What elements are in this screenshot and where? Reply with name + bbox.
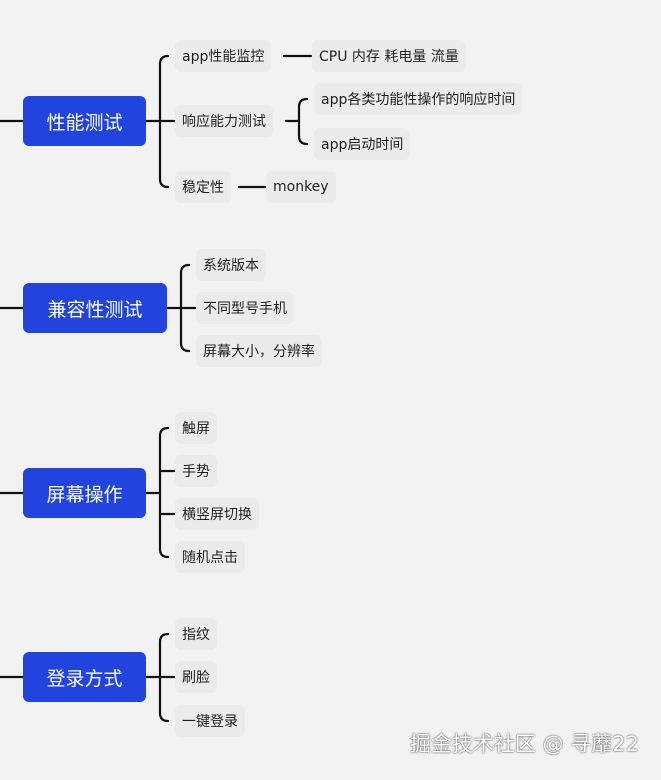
node-system-version[interactable]: 系统版本: [196, 249, 266, 281]
watermark: 掘金技术社区 @ 寻蘼22: [409, 732, 639, 756]
node-monkey[interactable]: monkey: [266, 171, 336, 203]
node-face-scan[interactable]: 刷脸: [175, 661, 217, 693]
node-gestures[interactable]: 手势: [175, 455, 217, 487]
topic-login-methods[interactable]: 登录方式: [23, 652, 146, 702]
node-touch-screen[interactable]: 触屏: [175, 412, 217, 444]
node-monitor-metrics[interactable]: CPU 内存 耗电量 流量: [312, 40, 466, 72]
node-phone-models[interactable]: 不同型号手机: [196, 292, 294, 324]
node-app-launch-time[interactable]: app启动时间: [314, 128, 411, 160]
node-app-perf-monitor[interactable]: app性能监控: [175, 40, 272, 72]
node-response-test[interactable]: 响应能力测试: [175, 105, 273, 137]
node-random-click[interactable]: 随机点击: [175, 541, 245, 573]
topic-screen-operations[interactable]: 屏幕操作: [23, 468, 146, 518]
node-func-response-time[interactable]: app各类功能性操作的响应时间: [314, 83, 523, 115]
node-one-click-login[interactable]: 一键登录: [175, 705, 245, 737]
node-fingerprint[interactable]: 指纹: [175, 618, 217, 650]
node-screen-resolution[interactable]: 屏幕大小，分辨率: [196, 335, 322, 367]
topic-performance-test[interactable]: 性能测试: [23, 96, 146, 146]
node-stability[interactable]: 稳定性: [175, 171, 231, 203]
node-orientation-switch[interactable]: 横竖屏切换: [175, 498, 259, 530]
topic-compatibility-test[interactable]: 兼容性测试: [23, 283, 167, 333]
